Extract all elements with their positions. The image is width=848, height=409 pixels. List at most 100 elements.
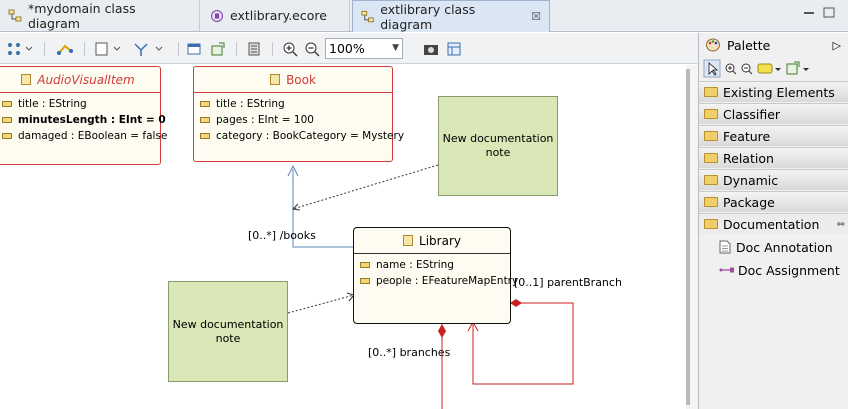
chevron-down-icon[interactable]: ▼ (392, 43, 399, 53)
doc-annotation-icon (719, 240, 731, 254)
drawer-documentation[interactable]: Documentation⇔ (699, 213, 848, 234)
composition-diamond-icon (438, 324, 446, 338)
diagram-icon (361, 10, 374, 22)
tab-extlibrary-ecore[interactable]: extlibrary.ecore (202, 0, 350, 31)
tab-mydomain-class-diagram[interactable]: *mydomain class diagram (0, 0, 200, 31)
tab-label: *mydomain class diagram (27, 0, 136, 31)
drawer-package[interactable]: Package (699, 191, 848, 212)
drawer-classifier[interactable]: Classifier (699, 103, 848, 124)
palette-icon (706, 38, 720, 52)
diagram-icon (8, 9, 22, 21)
attribute-row[interactable]: title : EString (0, 96, 160, 112)
collapse-palette-icon[interactable]: ▷ (832, 38, 841, 52)
snapshot-button[interactable] (422, 41, 440, 57)
books-reference-line[interactable] (292, 169, 353, 248)
attribute-row[interactable]: people : EFeatureMapEntry (354, 273, 518, 289)
class-name: AudioVisualItem (37, 72, 135, 87)
drawer-existing-elements[interactable]: Existing Elements (699, 81, 848, 102)
doc-assignment-icon (719, 267, 734, 273)
minimize-maximize-icon[interactable] (802, 6, 838, 20)
attribute-icon (2, 101, 12, 107)
attribute-row[interactable]: category : BookCategory = Mystery (194, 128, 404, 144)
attribute-icon (2, 133, 12, 139)
link-icon (57, 44, 73, 55)
note-tool[interactable] (757, 63, 781, 74)
parent-branch-label[interactable]: [0..1] parentBranch (514, 276, 622, 289)
zoom-in-button[interactable] (282, 41, 298, 57)
note-anchor-line[interactable] (287, 294, 355, 314)
zoom-combo[interactable]: 100% ▼ (325, 38, 403, 59)
zoom-out-icon (305, 42, 320, 57)
zoom-value: 100% (329, 41, 365, 56)
print-button[interactable] (246, 41, 262, 57)
note-text: New documentation note (172, 317, 284, 345)
drawer-relation[interactable]: Relation (699, 147, 848, 168)
table-icon (447, 42, 461, 56)
folder-icon (704, 175, 718, 185)
select-tool[interactable] (703, 59, 721, 78)
class-library[interactable]: Library name : EString people : EFeature… (353, 227, 518, 324)
scrollbar-thumb[interactable] (686, 69, 690, 405)
filter-button[interactable] (186, 41, 202, 57)
folder-icon (704, 197, 718, 207)
zoom-in-tool[interactable] (725, 63, 737, 75)
drawer-dynamic[interactable]: Dynamic (699, 169, 848, 190)
class-icon (21, 74, 32, 85)
pin-icon[interactable]: ⇔ (836, 218, 845, 230)
documentation-note[interactable]: New documentation note (438, 96, 558, 196)
select-all-button[interactable] (56, 41, 74, 57)
documentation-note[interactable]: New documentation note (168, 281, 288, 382)
connections-layer: 0..* (287, 164, 574, 409)
tab-label: extlibrary class diagram (380, 1, 476, 32)
export-button[interactable] (210, 41, 226, 57)
tab-label: extlibrary.ecore (230, 8, 327, 23)
class-audiovisualitem[interactable]: AudioVisualItem title : EString minutesL… (0, 66, 167, 165)
attribute-icon (360, 262, 370, 268)
attribute-row[interactable]: title : EString (194, 96, 392, 112)
attribute-icon (200, 117, 210, 123)
vertical-scrollbar[interactable] (686, 65, 698, 409)
window-icon (187, 43, 201, 55)
layout-button[interactable] (94, 41, 124, 57)
folder-icon (704, 87, 718, 97)
class-icon (270, 74, 281, 85)
arrange-all-button[interactable] (6, 41, 34, 57)
class-book[interactable]: Book title : EString pages : EInt = 100 … (193, 66, 404, 162)
ecore-icon (211, 9, 223, 22)
tab-extlibrary-class-diagram[interactable]: extlibrary class diagram ☒ (352, 0, 550, 32)
diagram-canvas[interactable]: 0..* AudioVisualItem title : EString min… (0, 65, 698, 409)
attribute-icon (360, 278, 370, 284)
attribute-icon (2, 117, 12, 123)
arrow-head-icon (287, 164, 299, 177)
class-header: Book (194, 67, 392, 93)
zoom-out-button[interactable] (304, 41, 320, 57)
note-anchor-line[interactable] (292, 164, 439, 210)
printer-icon (248, 42, 260, 56)
attribute-row[interactable]: minutesLength : EInt = 0 (0, 112, 166, 128)
attribute-row[interactable]: damaged : EBoolean = false (0, 128, 167, 144)
attribute-row[interactable]: name : EString (354, 257, 510, 273)
books-reference-label[interactable]: [0..*] /books (248, 229, 316, 242)
arrange-icon (8, 43, 33, 55)
attribute-row[interactable]: pages : EInt = 100 (194, 112, 392, 128)
route-icon (134, 43, 163, 56)
folder-icon (704, 153, 718, 163)
zoom-out-tool[interactable] (741, 63, 753, 75)
drawer-feature[interactable]: Feature (699, 125, 848, 146)
folder-icon (704, 131, 718, 141)
folder-open-icon (704, 219, 718, 229)
class-icon (403, 235, 414, 246)
palette-entry-doc-assignment[interactable]: Doc Assignment (699, 259, 848, 281)
editor-tab-bar: *mydomain class diagram extlibrary.ecore… (0, 0, 848, 32)
parent-branch-reference-line[interactable] (472, 302, 574, 385)
note-text: New documentation note (442, 132, 554, 159)
folder-icon (704, 109, 718, 119)
properties-button[interactable] (446, 41, 462, 57)
note-attachment-tool[interactable] (786, 61, 809, 75)
palette-entry-doc-annotation[interactable]: Doc Annotation (699, 236, 848, 258)
close-icon[interactable]: ☒ (531, 10, 541, 23)
branches-label[interactable]: [0..*] branches (368, 346, 451, 359)
route-button[interactable] (132, 41, 168, 57)
attribute-icon (200, 133, 210, 139)
zoom-in-icon (283, 42, 298, 57)
